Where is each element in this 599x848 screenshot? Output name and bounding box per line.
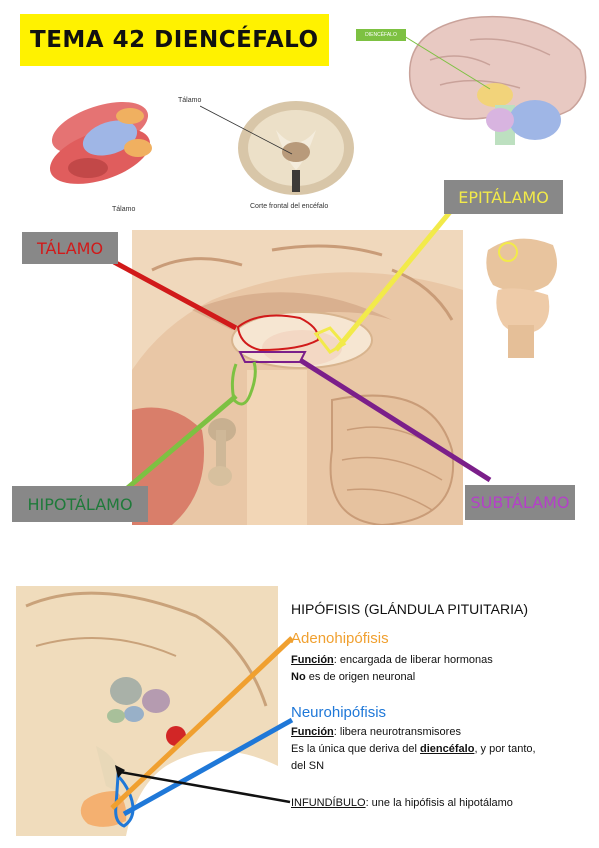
neuro-function: Función: libera neurotransmisores (291, 726, 461, 738)
coronal-caption: Corte frontal del encéfalo (250, 203, 329, 210)
coronal-pointer-line (200, 105, 293, 155)
adeno-title: Adenohipófisis (291, 630, 389, 647)
neuro-title: Neurohipófisis (291, 704, 387, 721)
diencefalo-pointer (404, 35, 491, 90)
neuro-func-label: Función (291, 726, 334, 738)
adeno-func-text: : encargada de liberar hormonas (333, 654, 493, 666)
hypophysis-image (16, 586, 278, 836)
infundibulo-line: INFUNDÍBULO: une la hipófisis al hipotál… (291, 797, 513, 809)
epithalamus-image (478, 230, 564, 358)
adeno-function: Función: encargada de liberar hormonas (291, 654, 493, 666)
coronal-pointer-label: Tálamo (178, 97, 202, 104)
infundibulo-label: INFUNDÍBULO (291, 797, 366, 809)
adeno-no-text: es de origen neuronal (305, 671, 416, 683)
diencefalo-tag: DIENCÉFALO (356, 29, 406, 41)
neuro-origin-line: Es la única que deriva del diencéfalo, y… (291, 743, 536, 755)
hypophysis-pointers (110, 636, 294, 817)
neuro-line2b: diencéfalo (420, 743, 475, 755)
adeno-origin: No es de origen neuronal (291, 671, 415, 683)
subtalamo-tag: SUBTÁLAMO (465, 485, 575, 520)
epitalamo-tag: EPITÁLAMO (444, 180, 563, 214)
adeno-no: No (291, 671, 306, 683)
page-title: TEMA 42 DIENCÉFALO (20, 14, 329, 66)
thalamus-caption: Tálamo (112, 206, 136, 213)
hipotalamo-tag: HIPOTÁLAMO (12, 486, 148, 522)
neuro-func-text: : libera neurotransmisores (333, 726, 461, 738)
brain-sagittal-small (408, 15, 587, 145)
adeno-func-label: Función (291, 654, 334, 666)
neuro-line2c: , y por tanto, (474, 743, 536, 755)
neuro-line2a: Es la única que deriva del (291, 743, 421, 755)
coronal-section-image (238, 101, 354, 195)
infundibulo-text: : une la hipófisis al hipotálamo (365, 797, 513, 809)
brain-sagittal-main (132, 230, 463, 525)
neuro-line3: del SN (291, 760, 325, 772)
hypophysis-heading: HIPÓFISIS (GLÁNDULA PITUITARIA) (291, 601, 529, 617)
talamo-tag: TÁLAMO (22, 232, 118, 264)
thalamus-illustration (49, 101, 152, 184)
